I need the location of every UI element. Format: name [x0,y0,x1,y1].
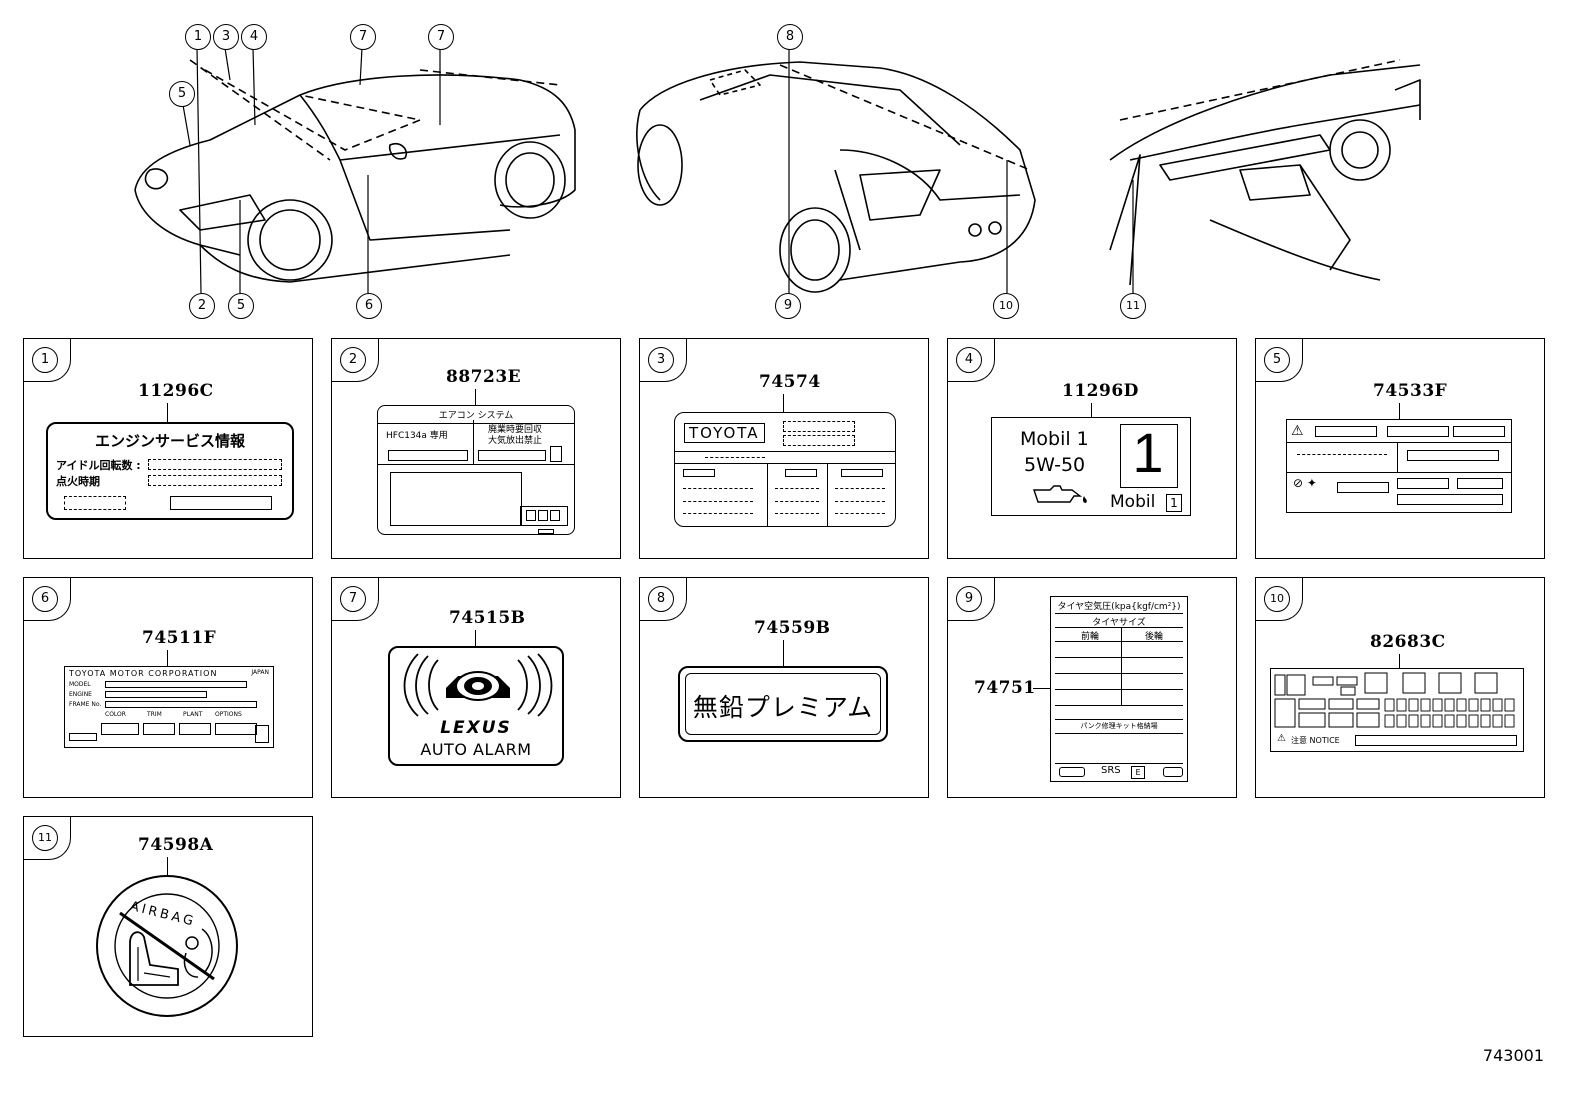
airbag-warning-label: AIRBAG [94,873,240,1019]
field-options: OPTIONS [215,711,242,718]
panel-6: 6 74511F TOYOTA MOTOR CORPORATION JAPAN … [23,577,313,798]
fuel-type-text: 無鉛プレミアム [692,693,874,722]
callout-5-top: 5 [169,81,195,107]
panel-number: 3 [648,347,674,373]
part-code: 74598A [138,835,214,855]
aircon-label: エアコン システム HFC134a 専用 廃業時要回収 大気放出禁止 [377,405,575,535]
panel-number: 5 [1264,347,1290,373]
tire-pressure-label: タイヤ空気圧(kpa{kgf/cm²}) タイヤサイズ 前輪 後輪 パンク修理キ… [1050,596,1188,782]
alarm-car-icon [398,652,558,718]
notice-text: 注意 NOTICE [1291,736,1340,745]
panel-number: 2 [340,347,366,373]
toyota-spec-label: TOYOTA [674,412,896,527]
oil-brand: Mobil 1 [1020,428,1089,450]
oil-can-icon [1030,482,1090,504]
field-frame: FRAME No. [69,701,102,708]
tire-size-label: タイヤサイズ [1092,618,1146,628]
panel-2: 2 88723E エアコン システム HFC134a 専用 廃業時要回収 大気放… [331,338,621,559]
alarm-text: AUTO ALARM [420,740,532,759]
field-engine: ENGINE [69,691,92,698]
part-code: 74511F [142,628,217,648]
rear-col: 後輪 [1145,632,1164,642]
recovery-note-2: 大気放出禁止 [488,436,543,446]
field-color: COLOR [105,711,126,718]
caution-label: ⚠ ⊘ ✦ [1286,419,1512,513]
part-code: 11296D [1062,381,1139,401]
emission-grid-icon [1274,672,1515,728]
part-code: 82683C [1370,632,1446,652]
engine-oil-label: Mobil 1 5W-50 1 Mobil 1 [991,417,1191,516]
label-title: エンジンサービス情報 [94,432,245,450]
panel-number: 11 [32,825,58,851]
panel-number: 6 [32,586,58,612]
panel-number: 9 [956,586,982,612]
fuel-label: 無鉛プレミアム [678,666,888,742]
panel-3: 3 74574 TOYOTA [639,338,929,559]
callout-5-bottom: 5 [228,293,254,319]
callout-11: 11 [1120,293,1146,319]
lexus-logo-text: LEXUS [440,718,512,738]
recovery-note-1: 廃業時要回収 [488,425,543,435]
oil-footer-text: Mobil [1110,492,1156,512]
callout-7b: 7 [428,24,454,50]
oil-grade: 5W-50 [1024,454,1086,476]
callout-6: 6 [356,293,382,319]
callout-1: 1 [185,24,211,50]
callout-8: 8 [777,24,803,50]
panel-number: 8 [648,586,674,612]
srs-text: SRS [1101,765,1121,776]
panel-7: 7 74515B LEXUS AUTO ALARM [331,577,621,798]
panel-11: 11 74598A AIRBAG [23,816,313,1037]
callout-2: 2 [189,293,215,319]
part-code: 74559B [754,618,831,638]
timing-row-label: 点火時期 [56,475,100,488]
warning-triangle-icon: ⚠ [1277,733,1286,744]
part-code: 74533F [1373,381,1448,401]
callout-4: 4 [241,24,267,50]
panel-number: 7 [340,586,366,612]
emission-label: 注意 NOTICE ⚠ [1270,668,1524,752]
panel-number: 4 [956,347,982,373]
panel-number: 1 [32,347,58,373]
part-code: 74751 [974,678,1036,698]
aircon-header: エアコン システム [378,408,574,424]
part-code: 88723E [446,367,522,387]
field-plant: PLANT [183,711,203,718]
panel-5: 5 74533F ⚠ ⊘ ✦ [1255,338,1545,559]
callout-9: 9 [775,293,801,319]
tire-header: タイヤ空気圧(kpa{kgf/cm²}) [1057,602,1181,612]
idle-row-label: アイドル回転数 : [56,459,141,472]
panel-number: 10 [1264,586,1290,612]
no-fire-icon: ⊘ ✦ [1293,476,1317,490]
maker-name: TOYOTA MOTOR CORPORATION [69,669,218,678]
panel-4: 4 11296D Mobil 1 5W-50 1 Mobil 1 [947,338,1237,559]
front-col: 前輪 [1081,632,1100,642]
repair-kit-note: パンク修理キット格納場 [1080,722,1158,730]
vehicle-id-plate: TOYOTA MOTOR CORPORATION JAPAN MODEL ENG… [64,666,274,748]
refrigerant-type: HFC134a 専用 [386,431,448,441]
alarm-label: LEXUS AUTO ALARM [388,646,564,766]
callout-7a: 7 [350,24,376,50]
maker-country: JAPAN [251,669,269,676]
field-model: MODEL [69,681,91,688]
engine-service-label: エンジンサービス情報 アイドル回転数 : 点火時期 [46,422,294,520]
vehicle-illustrations [134,47,1421,294]
part-code: 11296C [138,381,214,401]
field-trim: TRIM [147,711,162,718]
label-brand: TOYOTA [684,423,765,443]
part-code: 74574 [759,372,821,392]
panel-1: 1 11296C エンジンサービス情報 アイドル回転数 : 点火時期 [23,338,313,559]
document-id: 743001 [1482,1046,1544,1065]
callout-10: 10 [993,293,1019,319]
panel-8: 8 74559B 無鉛プレミアム [639,577,929,798]
panel-10: 10 82683C 注意 NOTICE ⚠ [1255,577,1545,798]
panel-9: 9 74751 タイヤ空気圧(kpa{kgf/cm²}) タイヤサイズ 前輪 後… [947,577,1237,798]
warning-triangle-icon: ⚠ [1291,423,1304,439]
part-code: 74515B [449,608,526,628]
oil-big-number: 1 [1132,421,1164,484]
callout-3: 3 [213,24,239,50]
